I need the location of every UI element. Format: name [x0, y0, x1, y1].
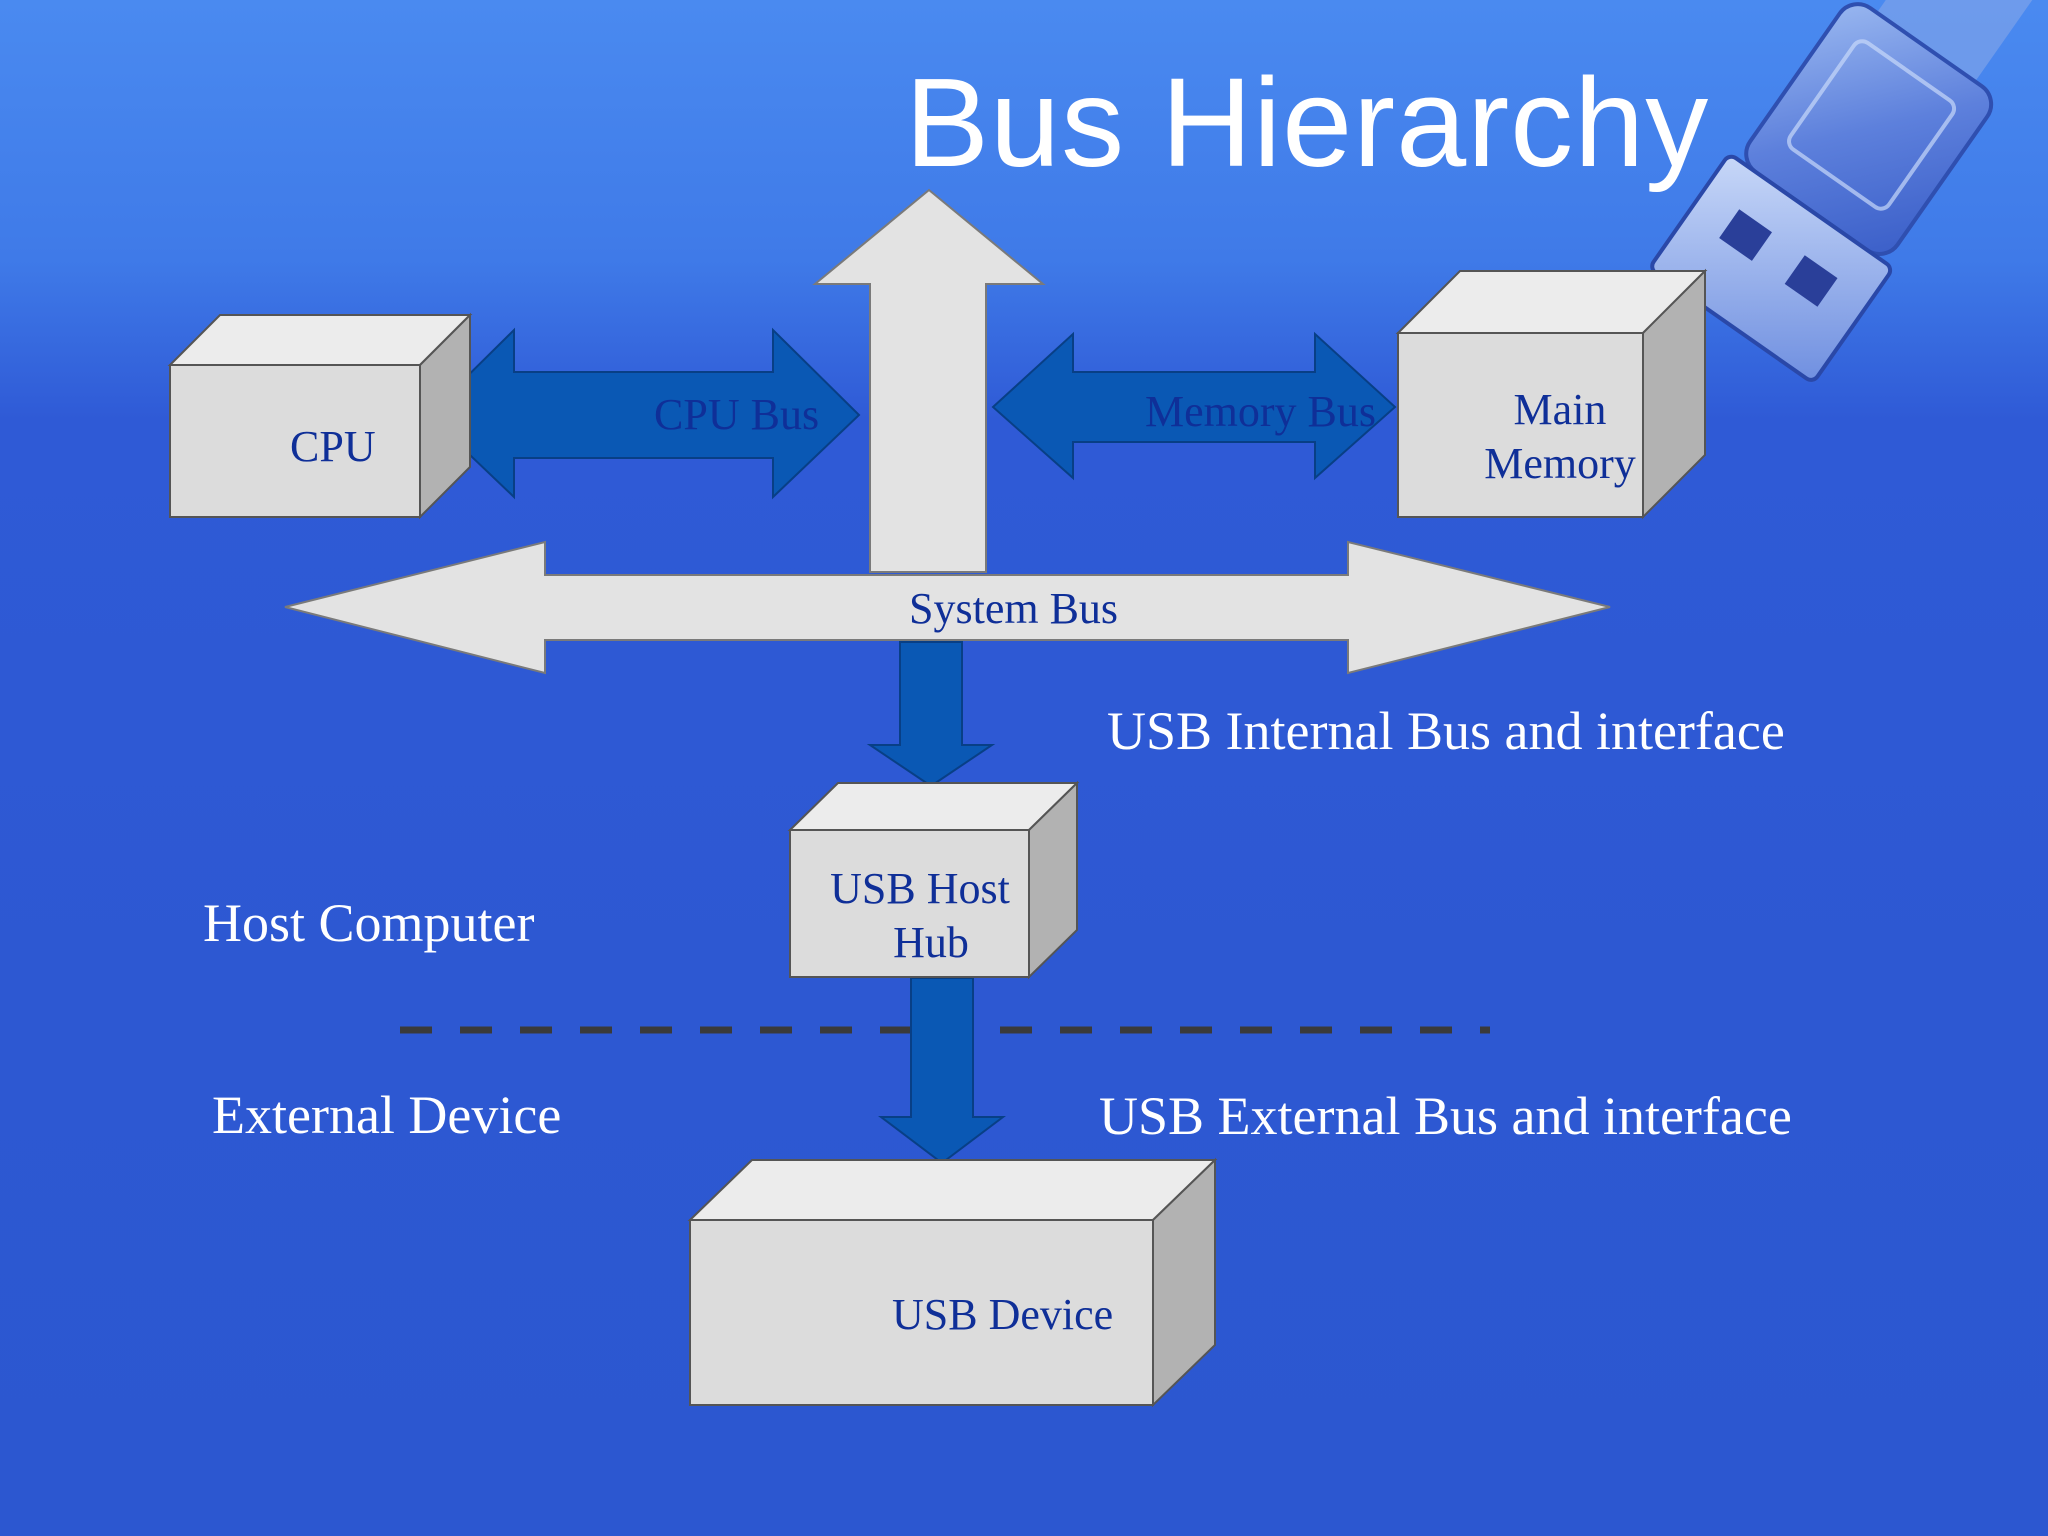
system-bus-arrow — [284, 540, 1611, 675]
main-memory-label-line2: Memory — [1484, 439, 1636, 488]
system-bus-label: System Bus — [909, 584, 1119, 633]
usb-external-bus-arrow — [878, 977, 1006, 1165]
external-device-annotation: External Device — [212, 1085, 562, 1145]
usb-external-bus-annotation: USB External Bus and interface — [1099, 1086, 1792, 1146]
cpu-bus-arrow — [426, 327, 861, 500]
main-memory-box — [1395, 268, 1708, 520]
host-computer-annotation: Host Computer — [203, 893, 535, 953]
usb-host-hub-label-line1: USB Host — [830, 864, 1010, 913]
usb-host-hub-box — [787, 780, 1080, 980]
usb-plug-icon — [1650, 0, 2048, 382]
cpu-label: CPU — [290, 422, 376, 471]
usb-host-hub-label-line2: Hub — [893, 918, 969, 967]
cpu-bus-label: CPU Bus — [654, 390, 820, 439]
cpu-box — [167, 312, 473, 520]
usb-device-label: USB Device — [892, 1290, 1114, 1339]
main-memory-label-line1: Main — [1513, 385, 1607, 434]
system-bus-up-arrow — [812, 188, 1046, 573]
usb-device-box — [687, 1157, 1218, 1408]
usb-internal-bus-arrow — [866, 641, 996, 788]
main-memory-label: Main Memory — [1460, 383, 1660, 491]
memory-bus-label: Memory Bus — [1145, 387, 1376, 436]
usb-internal-bus-annotation: USB Internal Bus and interface — [1107, 701, 1785, 761]
memory-bus-arrow — [991, 331, 1397, 481]
slide-title: Bus Hierarchy — [905, 52, 1710, 193]
usb-host-hub-label: USB Host Hub — [810, 862, 1030, 970]
